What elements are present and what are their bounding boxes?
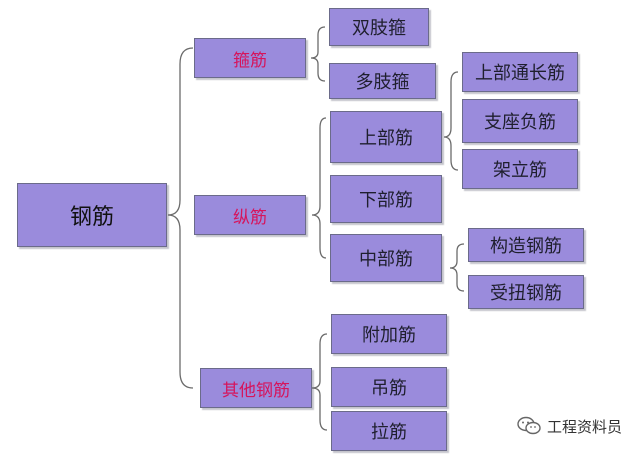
middle-bar-item: 受扭钢筋 xyxy=(468,275,584,309)
category-longitudinal: 纵筋 xyxy=(194,195,306,235)
category-other: 其他钢筋 xyxy=(200,368,312,408)
category-stirrup: 箍筋 xyxy=(194,38,306,78)
other-item: 吊筋 xyxy=(331,367,447,407)
other-item: 附加筋 xyxy=(331,314,447,354)
stirrup-item: 双肢箍 xyxy=(329,8,429,46)
longitudinal-brace xyxy=(311,117,327,259)
watermark-text: 工程资料员 xyxy=(546,417,622,436)
top-bar-item: 架立筋 xyxy=(462,149,578,189)
top-bar-item: 支座负筋 xyxy=(462,99,578,143)
longitudinal-item: 上部筋 xyxy=(330,111,442,163)
middle-bar-brace xyxy=(449,243,465,292)
watermark: 工程资料员 xyxy=(517,414,622,438)
stirrup-item: 多肢箍 xyxy=(329,63,436,99)
stirrup-brace xyxy=(310,26,326,82)
root-node: 钢筋 xyxy=(17,183,167,247)
other-item: 拉筋 xyxy=(331,411,447,451)
root-brace xyxy=(167,47,194,389)
top-bar-item: 上部通长筋 xyxy=(462,52,578,92)
middle-bar-item: 构造钢筋 xyxy=(468,228,584,262)
wechat-icon xyxy=(517,416,541,435)
longitudinal-item: 下部筋 xyxy=(330,175,442,223)
longitudinal-item: 中部筋 xyxy=(330,234,442,282)
other-brace xyxy=(311,333,328,431)
top-bar-brace xyxy=(443,71,459,171)
